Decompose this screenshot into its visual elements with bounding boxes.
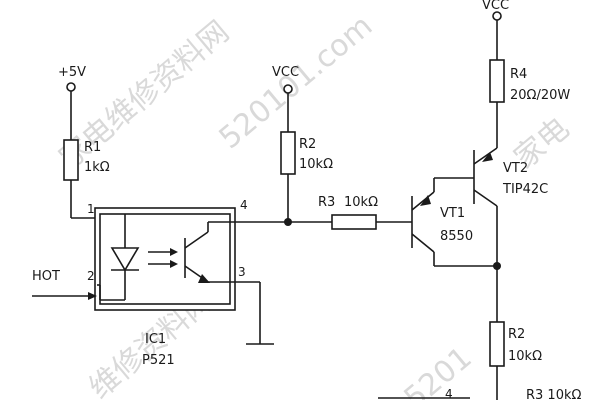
r2-lower-value: 10kΩ (508, 349, 542, 364)
plus5v-label: +5V (58, 65, 86, 80)
r1-branch: +5V R1 1kΩ (58, 65, 110, 219)
pin1-label: 1 (87, 202, 95, 216)
vt1-transistor: VT1 8550 (411, 178, 497, 267)
ic1-name: IC1 (145, 332, 166, 347)
vt1-emitter-arrow (420, 195, 431, 206)
watermark-bottom-url: 5201 (398, 340, 479, 400)
plus5v-terminal (66, 82, 76, 92)
r4-resistor (489, 59, 505, 103)
phototransistor-emitter-arrow (198, 274, 210, 283)
r2-name: R2 (299, 137, 316, 152)
pin3-label: 3 (238, 265, 246, 279)
hot-label: HOT (32, 269, 60, 284)
pin4-label: 4 (240, 198, 248, 212)
vt1-part: 8550 (440, 229, 473, 244)
r4-branch: VCC R4 20Ω/20W (482, 0, 570, 148)
ic1-optocoupler: 1 2 4 3 (87, 198, 248, 311)
r1-value: 1kΩ (84, 160, 110, 175)
vt2-part: TIP42C (502, 182, 548, 197)
r2-lower-name: R2 (508, 327, 525, 342)
r2-value: 10kΩ (299, 157, 333, 172)
r3-value: 10kΩ (344, 195, 378, 210)
vcc-top-label: VCC (482, 0, 509, 13)
r3-name: R3 (318, 195, 335, 210)
vt2-name: VT2 (503, 161, 528, 176)
vt2-emitter-arrow (482, 152, 493, 162)
r2-resistor (280, 131, 296, 175)
pin4-bottom-label: 4 (445, 387, 453, 400)
vt1-name: VT1 (440, 206, 465, 221)
pin2-label: 2 (87, 269, 95, 283)
r2-lower-resistor (489, 321, 505, 367)
r2-r3-branch: VCC R2 10kΩ R3 10kΩ (235, 65, 412, 230)
vt2-transistor: VT2 TIP42C (434, 147, 548, 270)
hot-arrow-icon (88, 292, 97, 300)
vcc-left-label: VCC (272, 65, 299, 80)
vcc-top-terminal (492, 11, 502, 21)
hot-input: HOT (32, 269, 100, 300)
r2-lower-branch: R2 10kΩ (489, 266, 542, 400)
light-arrows-icon (148, 248, 178, 268)
led-diode-icon (110, 247, 140, 272)
r3-resistor (331, 214, 377, 230)
watermark-site-cn: 家电维修资料网 (53, 14, 236, 176)
bottom-partial-circuit: 4 R3 10kΩ (378, 387, 582, 403)
r1-resistor (63, 139, 79, 181)
watermark-site-url: 520101.com (213, 8, 380, 156)
ic1-part: P521 (142, 353, 175, 368)
ground-branch (235, 281, 274, 345)
r4-name: R4 (510, 67, 527, 82)
r4-value: 20Ω/20W (510, 88, 570, 103)
r1-name: R1 (84, 140, 101, 155)
r3-bottom-label: R3 10kΩ (526, 388, 582, 400)
vcc-left-terminal (283, 84, 293, 94)
